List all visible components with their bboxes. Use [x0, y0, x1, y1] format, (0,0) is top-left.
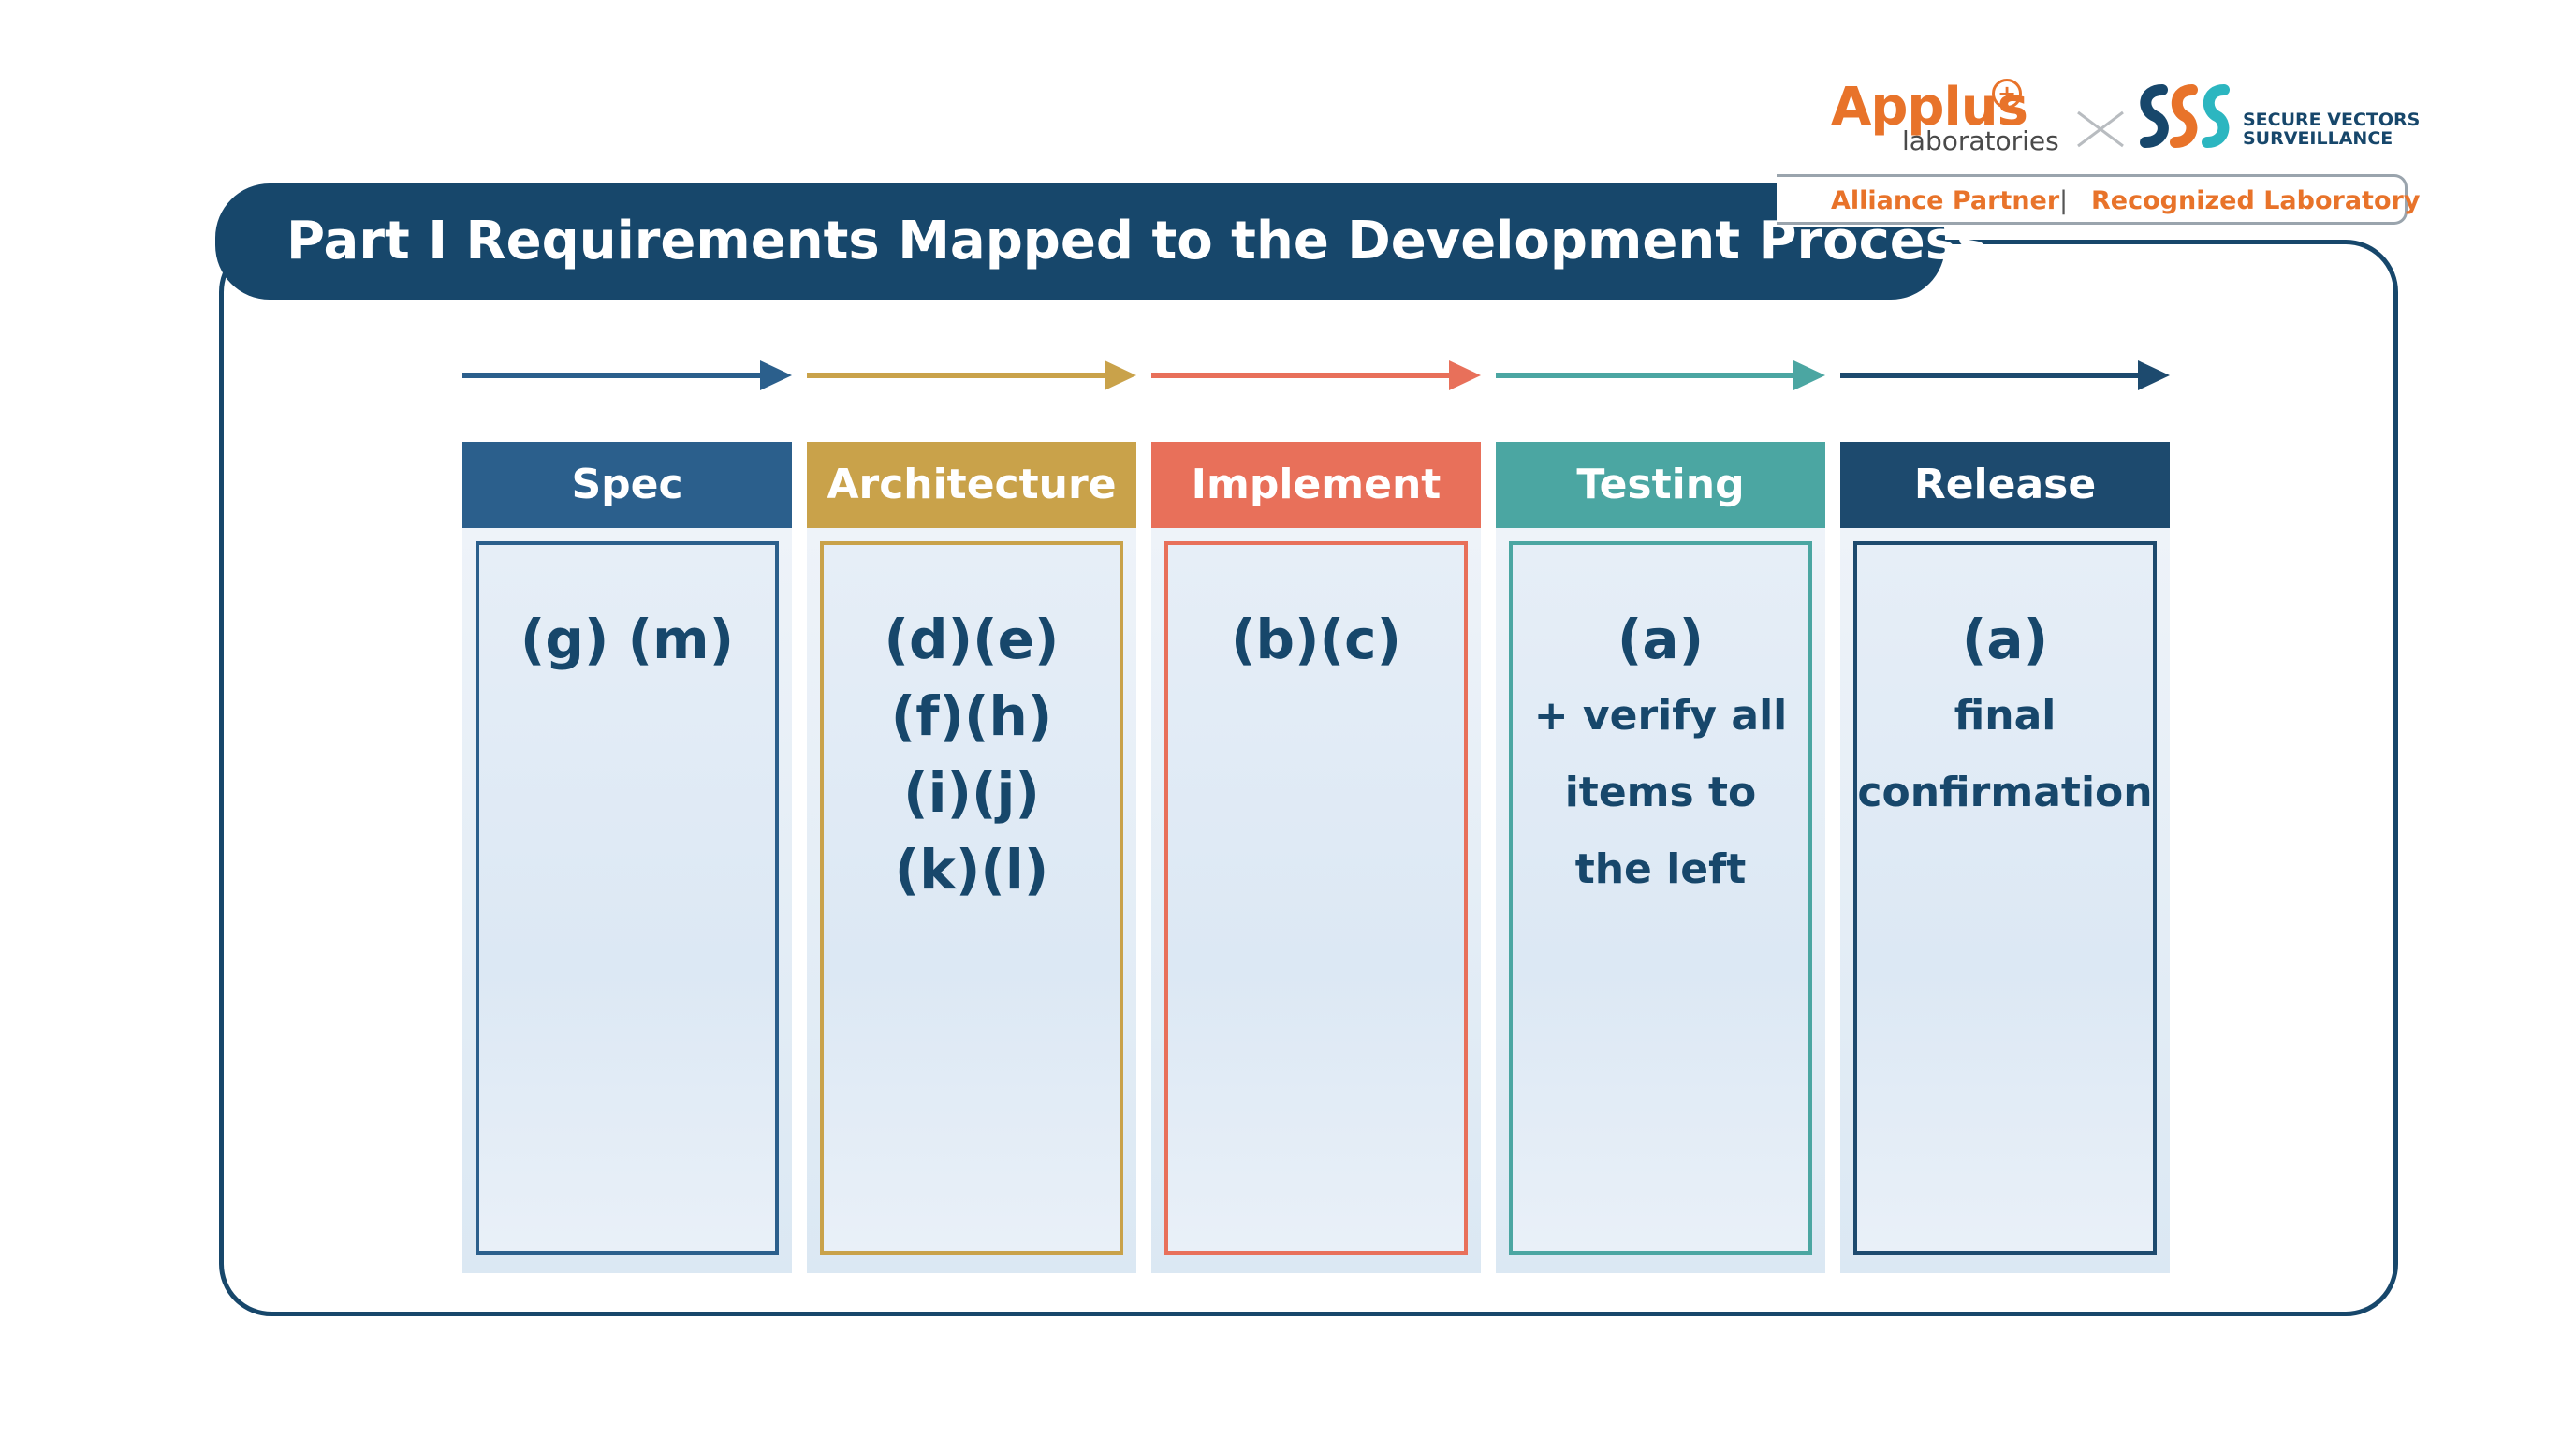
title-banner: Part I Requirements Mapped to the Develo… [215, 183, 1987, 300]
stage-body: (a) + verify all items to the left [1496, 528, 1825, 1273]
alliance-partner-label: Alliance Partner [1831, 186, 2060, 215]
stage-column-implement: Implement (b)(c) [1151, 442, 1481, 1273]
stage-column-release: Release (a) final confirmation [1840, 442, 2170, 1273]
flow-arrow-spec [462, 360, 792, 390]
requirement-codes: (d)(e) (f)(h) (i)(j) (k)(l) [884, 608, 1060, 902]
stage-card: (d)(e) (f)(h) (i)(j) (k)(l) [820, 541, 1123, 1255]
requirement-codes: (b)(c) [1231, 608, 1401, 671]
flow-arrow-testing [1496, 360, 1825, 390]
stage-card: (a) final confirmation [1853, 541, 2157, 1255]
requirement-codes: (a) [1961, 608, 2049, 671]
partner-logos: Applus + laboratories SECURE VECTORS SUR… [1777, 56, 2432, 227]
svs-logo-icon [2140, 84, 2230, 148]
flow-arrow-implement [1151, 360, 1481, 390]
page-title: Part I Requirements Mapped to the Develo… [286, 211, 1988, 271]
requirement-codes: (g) (m) [520, 608, 735, 671]
stage-header: Spec [462, 442, 792, 528]
stage-body: (b)(c) [1151, 528, 1481, 1273]
stage-card: (a) + verify all items to the left [1509, 541, 1812, 1255]
recognized-laboratory-label: Recognized Laboratory [2091, 186, 2421, 215]
flow-arrow-architecture [807, 360, 1136, 390]
stage-column-architecture: Architecture (d)(e) (f)(h) (i)(j) (k)(l) [807, 442, 1136, 1273]
stage-header: Testing [1496, 442, 1825, 528]
stage-body: (g) (m) [462, 528, 792, 1273]
applus-plus-icon: + [1992, 79, 2022, 109]
requirement-codes: (a) [1617, 608, 1705, 671]
stage-card: (g) (m) [476, 541, 779, 1255]
badge-separator: | [2059, 186, 2069, 215]
stage-header: Release [1840, 442, 2170, 528]
stage-body: (a) final confirmation [1840, 528, 2170, 1273]
collaboration-x-icon [2077, 110, 2124, 148]
partner-badge: Alliance Partner | Recognized Laboratory [1777, 174, 2420, 225]
stage-column-testing: Testing (a) + verify all items to the le… [1496, 442, 1825, 1273]
stage-card: (b)(c) [1164, 541, 1468, 1255]
stage-column-spec: Spec (g) (m) [462, 442, 792, 1273]
flow-arrow-release [1840, 360, 2170, 390]
stage-note: final confirmation [1857, 692, 2153, 816]
svs-name-line1: SECURE VECTORS [2243, 110, 2421, 130]
stage-header: Architecture [807, 442, 1136, 528]
stage-header: Implement [1151, 442, 1481, 528]
applus-subtitle: laboratories [1902, 125, 2059, 156]
stage-body: (d)(e) (f)(h) (i)(j) (k)(l) [807, 528, 1136, 1273]
svs-name-line2: SURVEILLANCE [2243, 128, 2393, 149]
stage-note: + verify all items to the left [1533, 692, 1788, 893]
